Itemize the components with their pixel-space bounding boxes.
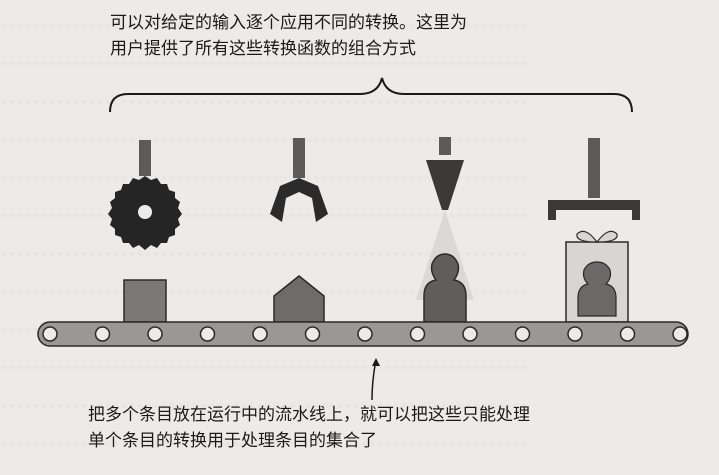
belt-roller [94, 326, 111, 342]
grabber-claw-tool [270, 138, 328, 222]
belt-roller [252, 326, 268, 342]
background-text-line: ………………………………………………………… [0, 385, 528, 413]
grouping-brace [109, 77, 633, 113]
belt-roller [147, 326, 163, 342]
belt-roller [42, 326, 58, 342]
top-caption-line-1: 可以对给定的输入逐个应用不同的转换。这里为 [110, 13, 467, 33]
background-text-line: ………………………………………………………… [0, 347, 528, 375]
house-shape-item [273, 275, 325, 323]
belt-roller [567, 326, 583, 342]
belt-roller [462, 326, 478, 342]
belt-roller [409, 326, 426, 342]
top-caption-line-2: 用户提供了所有这些转换函数的组合方式 [110, 39, 416, 59]
bottom-caption-line-2: 单个条目的转换用于处理条目的集合了 [88, 431, 377, 451]
background-text-line: ………………………………………………………… [0, 43, 528, 71]
belt-roller [357, 326, 373, 342]
background-text-line: ………………………………………………………… [0, 423, 528, 451]
gift-press-tool [548, 138, 640, 220]
belt-roller [199, 326, 216, 342]
saw-blade-tool [108, 140, 182, 250]
belt-roller [514, 326, 531, 342]
belt-roller [304, 326, 321, 342]
belt-roller [619, 326, 636, 342]
bottom-caption-line-1: 把多个条目放在运行中的流水线上，就可以把这些只能处理 [88, 405, 530, 425]
background-text-line: ………………………………………………………… [0, 5, 528, 33]
painted-figure-item [423, 253, 467, 323]
conveyor-belt [37, 321, 689, 347]
belt-roller [672, 326, 688, 342]
square-block-item [123, 279, 167, 323]
arrowhead [372, 358, 380, 366]
bottom-caption: 把多个条目放在运行中的流水线上，就可以把这些只能处理 单个条目的转换用于处理条目… [88, 402, 530, 454]
wrapped-gift-figure-item [565, 230, 629, 323]
top-caption: 可以对给定的输入逐个应用不同的转换。这里为 用户提供了所有这些转换函数的组合方式 [110, 10, 467, 62]
